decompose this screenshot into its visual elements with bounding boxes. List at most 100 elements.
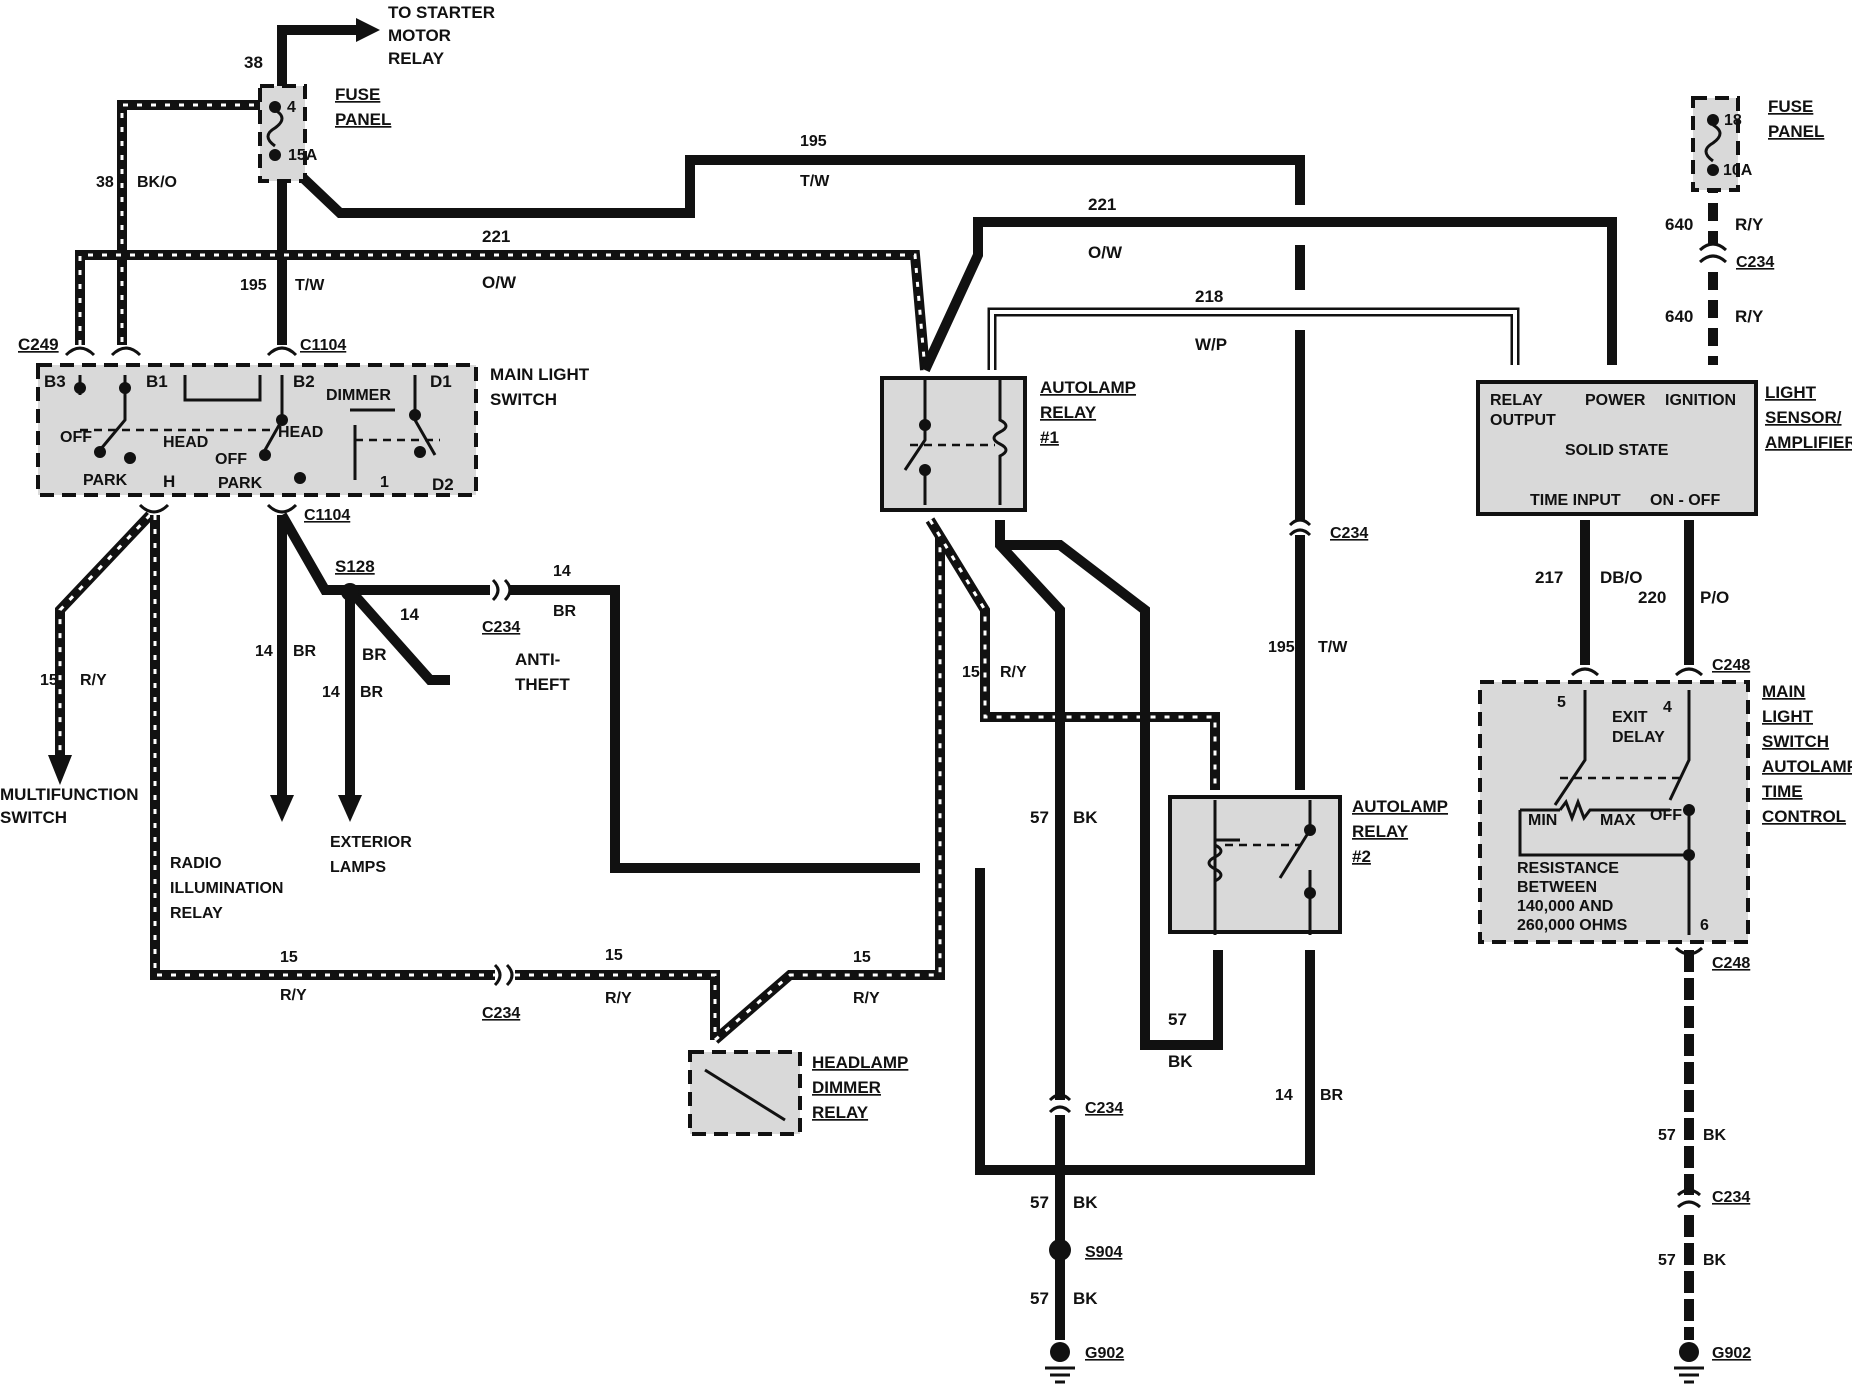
tc-pin6: 6 [1700,917,1709,934]
sensor-relay-output-2: OUTPUT [1490,412,1556,429]
tc-off: OFF [1650,807,1682,824]
wire-640-b-color: R/Y [1735,307,1764,326]
wire-14-b: 14 [322,684,340,701]
wire-57-a-color: BK [1073,808,1098,827]
relay1-label-1: AUTOLAMP [1040,378,1136,397]
wire-218: 218 [1195,287,1223,306]
wire-195-top: 195 [800,133,827,150]
fuse-panel-right-label-2: PANEL [1768,122,1824,141]
wire-195-color-left: T/W [295,277,325,294]
wire-15-mf-color: R/Y [80,672,107,689]
light-sensor-amplifier [1476,380,1758,516]
connector-c234-f: C234 [1712,1189,1750,1206]
tc-pin5: 5 [1557,694,1566,711]
fuse-panel-left-label-2: PANEL [335,110,391,129]
term-1: 1 [380,474,389,491]
wire-217-color: DB/O [1600,568,1643,587]
exterior-2: LAMPS [330,859,386,876]
dimmer-label-2: DIMMER [812,1078,881,1097]
wire-15-b1-color: R/Y [280,987,307,1004]
tc-exit: EXIT [1612,709,1648,726]
wire-15-b3: 15 [853,949,871,966]
anti-theft-1: ANTI- [515,650,560,669]
wire-38-label: 38 [244,53,263,72]
wire-221-right [920,217,1617,373]
wire-195-color-top: T/W [800,173,830,190]
multifunction-1: MULTIFUNCTION [0,785,139,804]
wire-14-d-color: BR [553,603,577,620]
main-switch-label-1: MAIN LIGHT [490,365,590,384]
wire-14-r2-color: BR [1320,1087,1344,1104]
wire-57-right-a-color: BK [1703,1127,1727,1144]
wire-221-color-right: O/W [1088,243,1123,262]
fuse-panel-right-label-1: FUSE [1768,97,1813,116]
wire-640-a-color: R/Y [1735,215,1764,234]
relay2-label-2: RELAY [1352,822,1409,841]
splice-s904: S904 [1085,1244,1122,1261]
tc-label-3: SWITCH [1762,732,1829,751]
wire-14-a: 14 [255,643,273,660]
sensor-label-3: AMPLIFIER [1765,433,1852,452]
wire-14-d: 14 [553,563,571,580]
wire-15-b1: 15 [280,949,298,966]
sensor-power: POWER [1585,392,1646,409]
term-d1: D1 [430,372,452,391]
wire-14-anti-theft [346,586,450,685]
connector-c234-d: C234 [1736,254,1774,271]
arrow-radio-icon [270,795,294,822]
wire-221-color-left: O/W [482,273,517,292]
wire-57-bk-relay1 [995,520,1065,1340]
to-starter-1: TO STARTER [388,3,495,22]
connector-c234-a: C234 [482,619,520,636]
term-off-2: OFF [215,451,247,468]
wire-57-r2-color: BK [1168,1052,1193,1071]
wire-14-c: 14 [400,605,419,624]
wire-57-right-a: 57 [1658,1127,1676,1144]
connector-c248-bottom: C248 [1712,955,1750,972]
wire-15-b2-color: R/Y [605,990,632,1007]
connector-c249: C249 [18,335,59,354]
wire-195-mid-color: T/W [1318,639,1348,656]
wire-57-c: 57 [1030,1289,1049,1308]
wire-217: 217 [1535,568,1563,587]
wire-15-b2: 15 [605,947,623,964]
fuse-left-cavity: 4 [287,99,296,116]
anti-theft-2: THEFT [515,675,570,694]
sensor-relay-output-1: RELAY [1490,392,1543,409]
main-switch-label-2: SWITCH [490,390,557,409]
relay2-label-3: #2 [1352,847,1371,866]
splice-s128-icon [341,583,359,601]
wire-640-b: 640 [1665,307,1693,326]
fuse-right-rating: 10A [1723,162,1753,179]
tc-res-3: 140,000 AND [1517,898,1613,915]
fuse-left-rating: 15A [288,147,318,164]
relay1-label-2: RELAY [1040,403,1097,422]
wire-220: 220 [1638,588,1666,607]
tc-res-4: 260,000 OHMS [1517,917,1628,934]
wire-57-b: 57 [1030,1193,1049,1212]
wire-15-r1-color: R/Y [1000,664,1027,681]
wire-218-wp [987,307,1520,370]
wire-57-r2: 57 [1168,1010,1187,1029]
autolamp-time-control [1478,680,1750,944]
tc-label-4: AUTOLAMP [1762,757,1852,776]
wire-15-b3-color: R/Y [853,990,880,1007]
to-starter-3: RELAY [388,49,445,68]
connector-c1104-bottom: C1104 [304,507,350,524]
wire-195-mid: 195 [1268,639,1295,656]
wire-15-multifunction [55,511,154,760]
wire-38-bko [117,100,282,345]
wire-57-right-b-color: BK [1703,1252,1727,1269]
wire-14-br-c234 [350,585,920,873]
term-d2: D2 [432,475,454,494]
tc-pin4: 4 [1663,699,1672,716]
tc-min: MIN [1528,812,1557,829]
dimmer-label-1: HEADLAMP [812,1053,908,1072]
ground-g902-a: G902 [1085,1345,1124,1362]
ground-g902-b: G902 [1712,1345,1751,1362]
wire-15-mf: 15 [40,672,58,689]
wire-218-color: W/P [1195,335,1227,354]
connector-c248-top: C248 [1712,657,1750,674]
wire-14-b-color: BR [360,684,384,701]
wire-15-ry-relay1 [711,535,945,1044]
